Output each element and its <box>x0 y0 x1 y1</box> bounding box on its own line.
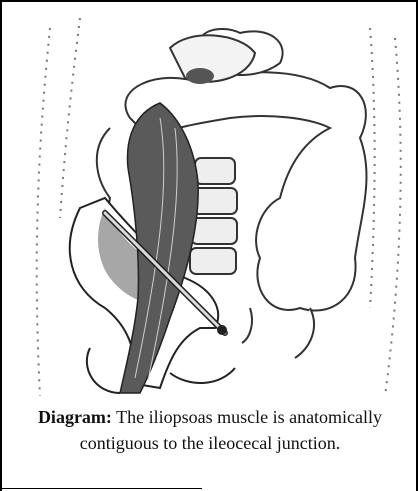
figure-caption: Diagram: The iliopsoas muscle is anatomi… <box>8 404 412 456</box>
appendix <box>242 308 252 343</box>
caption-text: The iliopsoas muscle is anatomically con… <box>80 407 382 453</box>
caption-label: Diagram: <box>38 407 112 427</box>
iliopsoas-anatomy-illustration <box>10 8 410 396</box>
bottom-rule <box>2 488 202 489</box>
